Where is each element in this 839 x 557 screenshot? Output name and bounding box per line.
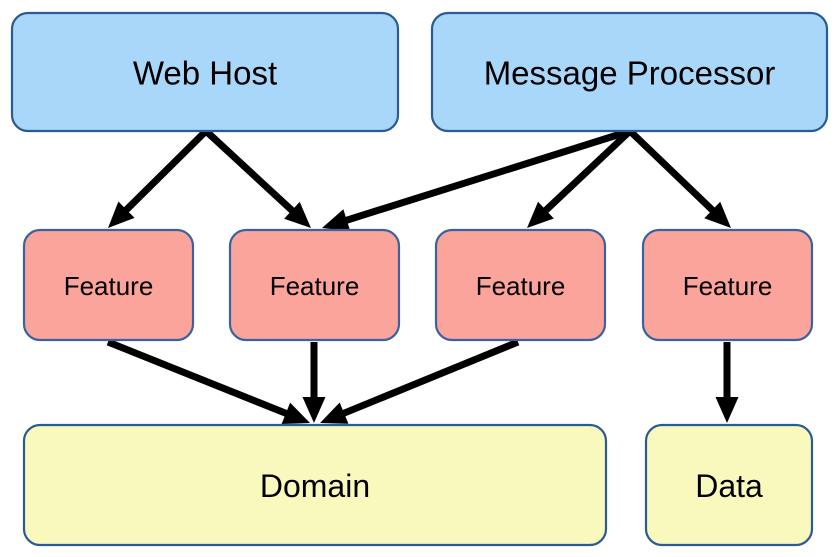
arrowhead-icon (715, 397, 739, 423)
edge-web-host-to-feature-1 (108, 128, 209, 228)
node-web-host[interactable]: Web Host (10, 11, 400, 133)
node-box-message-processor[interactable] (430, 11, 829, 133)
node-box-data[interactable] (644, 423, 814, 547)
edge-message-processor-to-feature-2 (322, 127, 632, 232)
arrowhead-icon (320, 402, 349, 424)
node-label-domain: Domain (260, 468, 370, 504)
node-box-feature-2[interactable] (228, 228, 401, 342)
node-feature-2[interactable]: Feature (228, 228, 401, 342)
node-label-feature-2: Feature (270, 271, 360, 301)
arrowhead-icon (704, 201, 731, 228)
node-label-data: Data (695, 468, 763, 504)
arrowhead-icon (281, 402, 310, 424)
edge-shaft (106, 338, 293, 419)
node-label-feature-4: Feature (683, 271, 773, 301)
edge-shaft (337, 338, 520, 419)
arrowhead-icon (322, 209, 351, 232)
node-feature-3[interactable]: Feature (434, 228, 607, 342)
node-box-feature-4[interactable] (641, 228, 814, 342)
edge-shaft (203, 128, 299, 217)
edge-message-processor-to-feature-4 (627, 128, 731, 228)
arrowhead-icon (284, 201, 311, 228)
edge-feature-4-to-data (715, 342, 739, 423)
arrowhead-icon (108, 201, 135, 228)
edge-shaft (627, 128, 719, 217)
node-label-feature-1: Feature (64, 271, 154, 301)
edge-feature-2-to-domain (302, 342, 326, 423)
edge-feature-3-to-domain (320, 338, 520, 424)
node-box-feature-1[interactable] (22, 228, 195, 342)
node-label-feature-3: Feature (476, 271, 566, 301)
edge-shaft (539, 128, 633, 217)
edges-layer (106, 127, 739, 424)
node-box-web-host[interactable] (10, 11, 400, 133)
edge-web-host-to-feature-2 (203, 128, 311, 228)
node-data[interactable]: Data (644, 423, 814, 547)
node-domain[interactable]: Domain (22, 423, 608, 547)
edge-shaft (119, 128, 209, 217)
node-label-message-processor: Message Processor (484, 55, 776, 92)
edge-feature-1-to-domain (106, 338, 310, 424)
node-feature-4[interactable]: Feature (641, 228, 814, 342)
node-box-feature-3[interactable] (434, 228, 607, 342)
node-label-web-host: Web Host (133, 55, 277, 92)
edge-message-processor-to-feature-3 (527, 128, 633, 228)
arrowhead-icon (527, 201, 554, 228)
node-feature-1[interactable]: Feature (22, 228, 195, 342)
edge-shaft (340, 127, 632, 226)
node-message-processor[interactable]: Message Processor (430, 11, 829, 133)
node-box-domain[interactable] (22, 423, 608, 547)
arrowhead-icon (302, 397, 326, 423)
